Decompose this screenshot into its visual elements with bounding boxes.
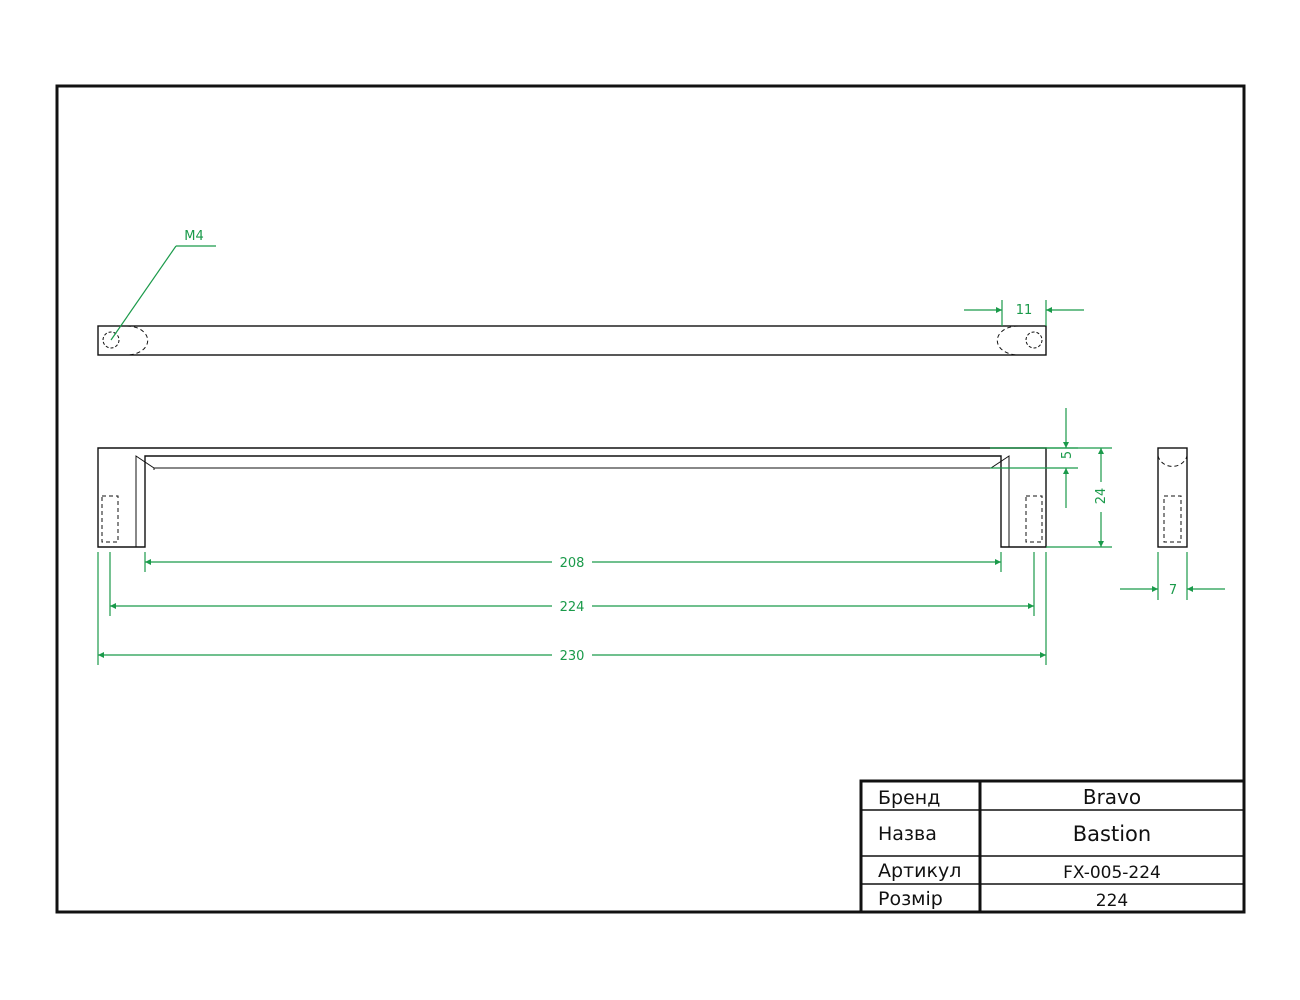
top-view — [97, 325, 1047, 356]
title-block-value-name: Bastion — [1073, 822, 1151, 846]
title-block-label-brand: Бренд — [878, 787, 940, 809]
front-view — [97, 447, 1047, 548]
front-view-thread-right — [1025, 495, 1043, 543]
title-block-value-article: FX-005-224 — [1063, 863, 1161, 883]
side-view — [1157, 447, 1188, 548]
dim-hole-offset-label: 11 — [1016, 303, 1033, 318]
top-view-bore-right — [996, 325, 1019, 356]
dim-height-label: 24 — [1094, 488, 1109, 505]
title-block-value-size: 224 — [1096, 891, 1128, 911]
dim-wall-thickness-label: 5 — [1060, 451, 1075, 459]
side-view-thread — [1163, 495, 1182, 543]
top-view-body — [97, 325, 1047, 356]
dim-width-label: 7 — [1169, 583, 1177, 598]
dim-center-to-center — [109, 552, 1035, 616]
title-block-value-brand: Bravo — [1083, 785, 1141, 809]
top-view-bore-left — [126, 325, 149, 356]
dim-inner-length — [144, 552, 1002, 572]
top-view-hole-left — [102, 331, 120, 349]
title-block-label-name: Назва — [878, 823, 937, 845]
dim-height — [1046, 447, 1112, 548]
dim-overall-length-label: 230 — [560, 649, 585, 664]
thread-callout: M4 — [110, 229, 216, 341]
front-view-thread-left — [101, 495, 119, 543]
side-view-body — [1157, 447, 1188, 548]
dim-inner-length-label: 208 — [560, 556, 585, 571]
title-block-label-size: Розмір — [878, 888, 943, 910]
thread-callout-label: M4 — [184, 229, 204, 244]
dim-center-to-center-label: 224 — [560, 600, 585, 615]
side-view-radius — [1157, 455, 1188, 467]
dim-hole-offset — [964, 300, 1084, 326]
top-view-hole-right — [1025, 331, 1043, 349]
title-block-label-article: Артикул — [878, 860, 961, 882]
front-view-outline — [97, 447, 1047, 548]
title-block — [859, 779, 1246, 914]
front-view-chamfer — [135, 455, 1010, 547]
dim-width — [1120, 552, 1225, 600]
drawing-frame — [55, 84, 1246, 914]
dim-overall-length — [97, 552, 1047, 665]
